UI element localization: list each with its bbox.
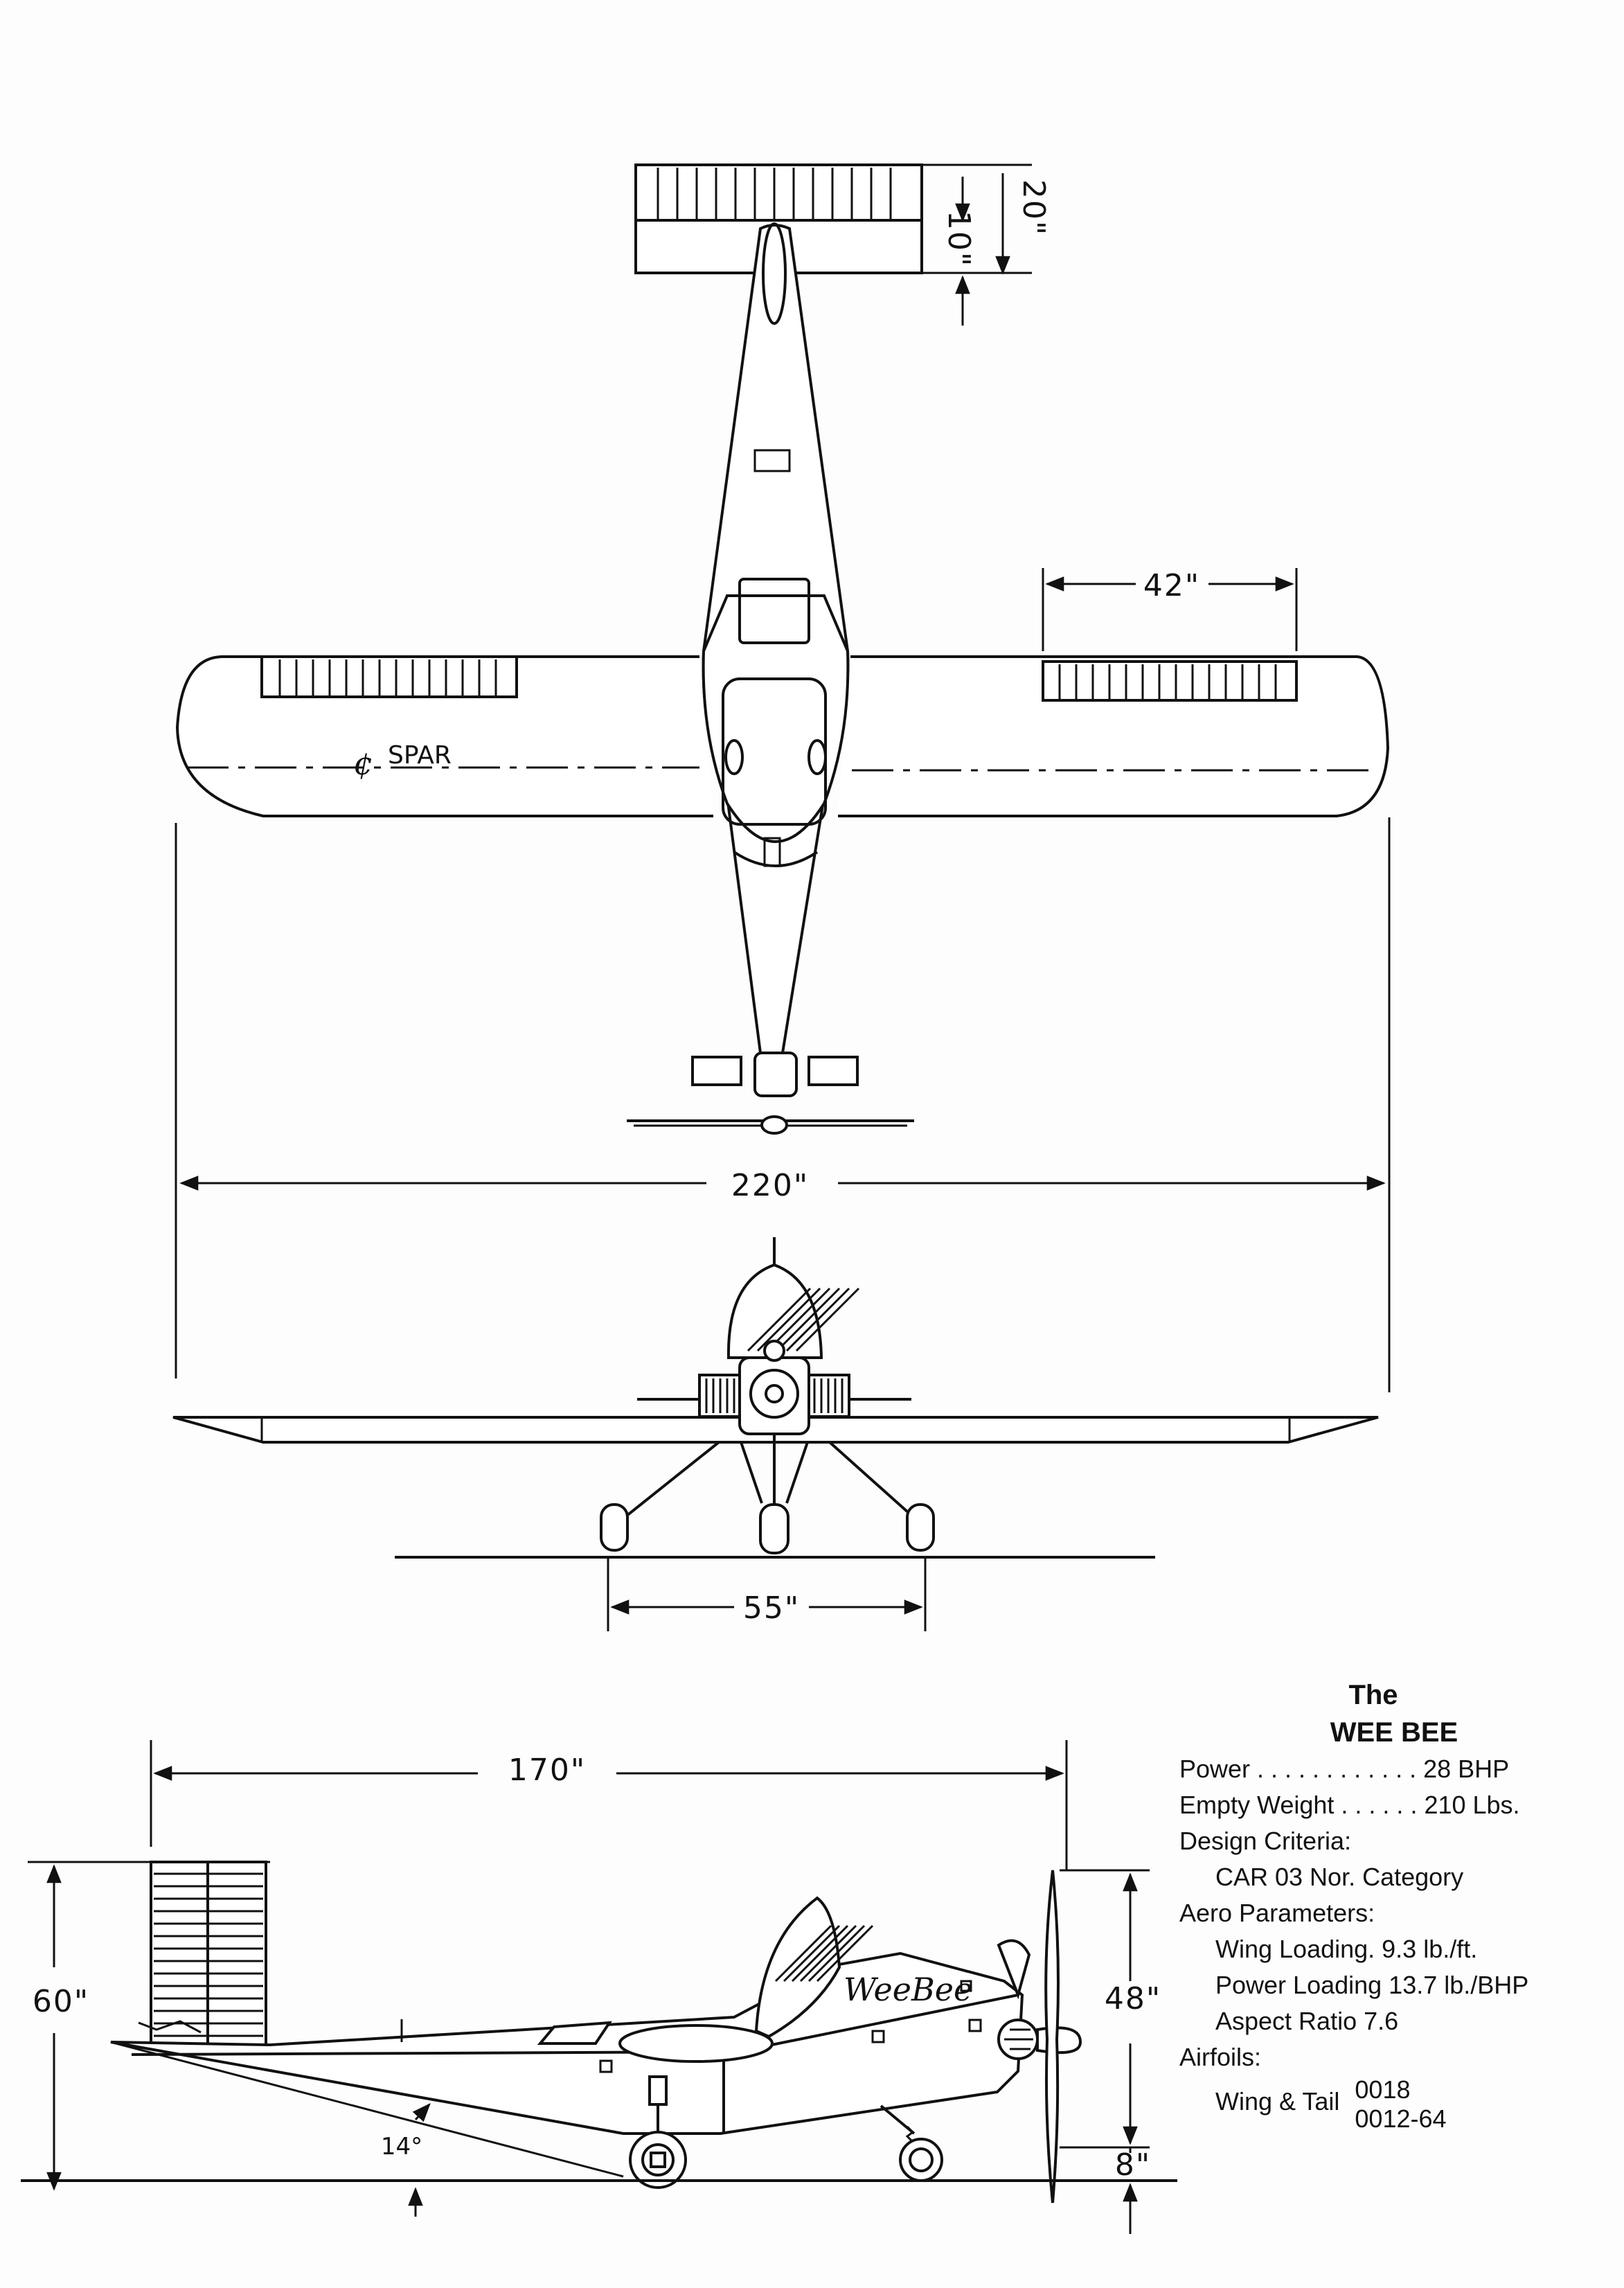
power-spec: Power . . . . . . . . . . . . 28 BHP bbox=[1179, 1755, 1510, 1783]
length-dimension: 170" bbox=[150, 1740, 1068, 1870]
nose-marking-label: WeeBee bbox=[844, 1971, 972, 2008]
nose-wheel-side bbox=[899, 2138, 943, 2182]
engine-top bbox=[627, 1052, 914, 1135]
side-view: 170" 60" WeeBee bbox=[21, 1740, 1177, 2234]
airfoils-row: Wing & Tail 0018 0012-64 bbox=[1179, 2075, 1609, 2134]
title-line-1: The bbox=[1348, 1680, 1398, 1710]
wing-span-label: 220" bbox=[731, 1168, 809, 1203]
propeller bbox=[1044, 1870, 1060, 2203]
cockpit-front bbox=[726, 1263, 823, 1359]
right-wheel bbox=[906, 1503, 935, 1552]
power-loading-spec: Power Loading 13.7 lb./BHP bbox=[1215, 1971, 1529, 1999]
vertical-fin bbox=[150, 1861, 267, 2047]
right-aileron bbox=[1042, 660, 1298, 702]
left-wheel bbox=[600, 1503, 629, 1552]
length-label: 170" bbox=[508, 1753, 586, 1788]
airfoils-item: Wing & Tail bbox=[1215, 2087, 1340, 2116]
empty-weight-spec: Empty Weight . . . . . . 210 Lbs. bbox=[1179, 1791, 1520, 1819]
aero-parameters-label: Aero Parameters: bbox=[1179, 1899, 1375, 1927]
wheel-track-label: 55" bbox=[743, 1590, 800, 1626]
nose-wheel bbox=[759, 1503, 789, 1554]
left-aileron bbox=[260, 655, 518, 698]
front-view: 55" bbox=[172, 1237, 1379, 1631]
design-criteria-value: CAR 03 Nor. Category bbox=[1215, 1863, 1464, 1891]
title-line-2: WEE BEE bbox=[1330, 1717, 1458, 1748]
centerline-symbol: ¢ bbox=[353, 745, 373, 782]
prop-diameter-dimension: 48" 8" bbox=[1060, 1869, 1161, 2234]
airfoils-label: Airfoils: bbox=[1179, 2043, 1262, 2071]
spar-label: SPAR bbox=[388, 741, 452, 770]
tail-chord-elevator-label: 10" bbox=[941, 211, 976, 267]
wheel-track-dimension: 55" bbox=[607, 1559, 927, 1631]
prop-clearance-label: 8" bbox=[1115, 2147, 1151, 2183]
aileron-span-label: 42" bbox=[1143, 568, 1200, 603]
aileron-span-dimension: 42" bbox=[1042, 568, 1298, 651]
aspect-ratio-spec: Aspect Ratio 7.6 bbox=[1215, 2007, 1399, 2035]
wing-span-dimension: 220" bbox=[175, 817, 1391, 1392]
wing-loading-spec: Wing Loading. 9.3 lb./ft. bbox=[1215, 1935, 1478, 1963]
height-label: 60" bbox=[33, 1984, 89, 2019]
tail-angle-label: 14° bbox=[381, 2133, 422, 2161]
prop-diameter-label: 48" bbox=[1105, 1981, 1161, 2016]
tail-chord-dimension: 20" 10" bbox=[922, 163, 1051, 326]
top-view: 20" 10" ¢ SPAR bbox=[175, 163, 1391, 1392]
tail-chord-total-label: 20" bbox=[1016, 179, 1051, 236]
specifications-panel: The WEE BEE Power . . . . . . . . . . . … bbox=[1179, 1676, 1609, 2134]
design-criteria-label: Design Criteria: bbox=[1179, 1827, 1352, 1855]
airfoil-2: 0012-64 bbox=[1355, 2104, 1447, 2133]
airfoil-1: 0018 bbox=[1355, 2075, 1411, 2104]
